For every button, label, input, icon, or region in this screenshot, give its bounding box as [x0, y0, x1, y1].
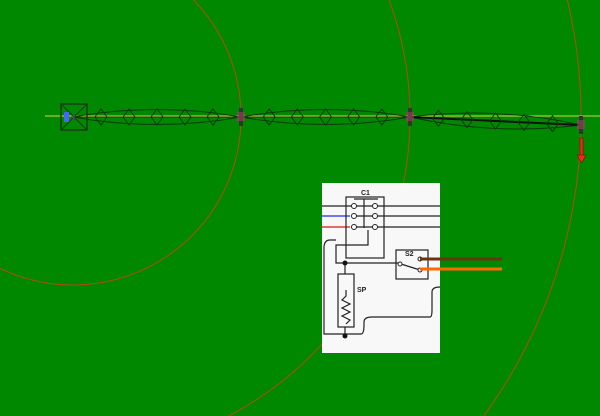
- direction-arrow-icon: [576, 137, 587, 164]
- truss-span-2[interactable]: [240, 108, 411, 126]
- tower-1[interactable]: [237, 108, 245, 126]
- truss-brace: [262, 108, 276, 126]
- truss-brace: [94, 108, 108, 126]
- range-circle-3: [483, 117, 582, 416]
- tower-3[interactable]: [577, 116, 585, 134]
- truss-brace: [318, 108, 333, 126]
- truss-brace: [290, 108, 304, 126]
- tower-2[interactable]: [406, 108, 414, 126]
- contactor-label: C1: [361, 190, 370, 197]
- range-circle-3: [566, 0, 582, 117]
- truss-brace: [488, 112, 503, 130]
- truss-span-1[interactable]: [72, 108, 242, 126]
- truss-brace: [150, 108, 164, 126]
- drive-towers: [237, 108, 585, 134]
- truss-brace: [545, 114, 560, 133]
- truss-brace: [460, 110, 474, 129]
- truss-span-3[interactable]: [409, 109, 582, 133]
- truss-brace: [431, 109, 446, 128]
- heater-label: SP: [357, 287, 367, 294]
- range-circle-2: [388, 0, 411, 117]
- truss-brace: [517, 113, 531, 132]
- wiring-schematic: C1 S2 SP: [322, 183, 502, 353]
- truss-brace: [206, 108, 220, 126]
- range-circles: [0, 0, 582, 416]
- truss-brace: [122, 108, 136, 126]
- range-circle-1: [0, 117, 242, 286]
- truss-brace: [347, 108, 361, 126]
- range-circle-1: [193, 0, 242, 117]
- switch-label: S2: [405, 251, 414, 258]
- truss-brace: [178, 108, 192, 126]
- truss-brace: [375, 108, 389, 126]
